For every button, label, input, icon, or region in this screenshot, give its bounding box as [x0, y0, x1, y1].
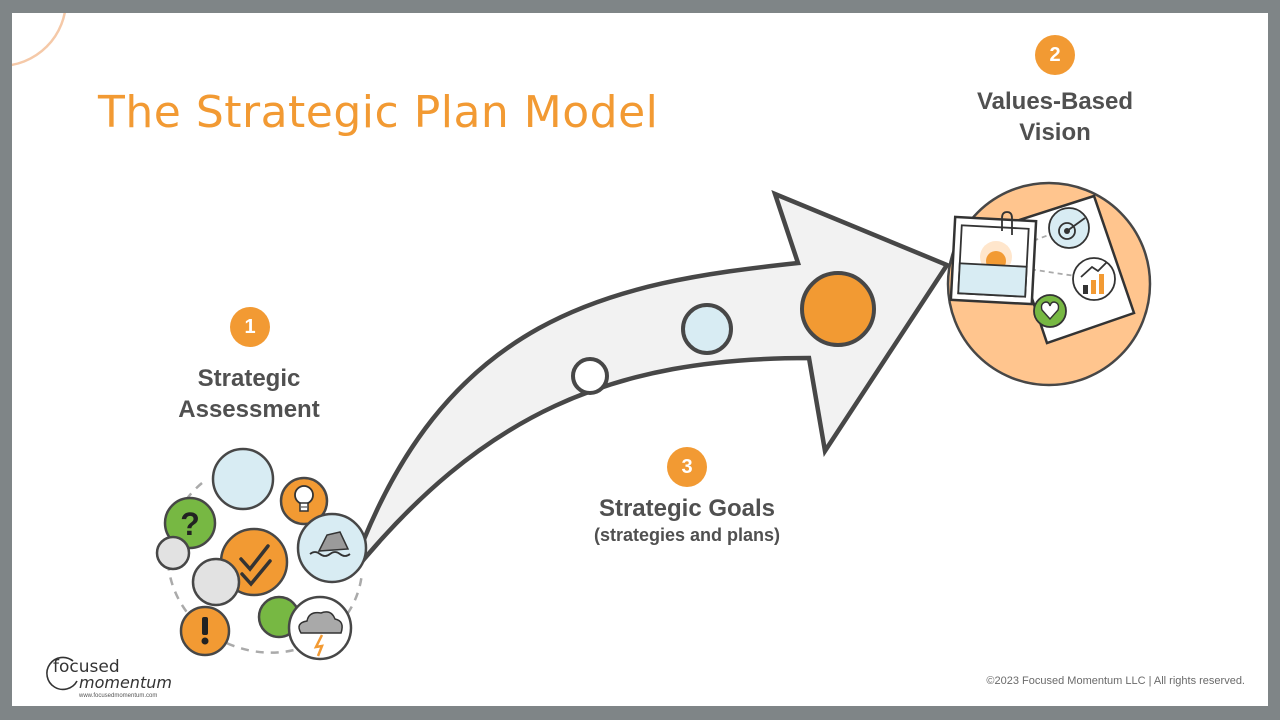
page-title: The Strategic Plan Model — [98, 87, 659, 138]
step-1-badge: 1 — [230, 307, 270, 347]
step-1-label: Strategic Assessment — [149, 363, 349, 425]
question-icon: ? — [163, 496, 217, 550]
heart-icon — [1033, 294, 1067, 328]
bubble-gray-small — [155, 535, 191, 571]
progress-arrow — [347, 190, 951, 578]
vision-board — [1005, 194, 1136, 345]
bubble-gray-medium — [191, 557, 241, 607]
milestone-small — [571, 357, 609, 395]
company-logo: focused momentum www.focusedmomentum.com — [43, 653, 183, 703]
iceberg-icon — [296, 512, 368, 584]
exclamation-icon — [179, 605, 231, 657]
step-2-badge: 2 — [1035, 35, 1075, 75]
step-1-label-line1: Strategic — [197, 365, 301, 392]
milestone-medium — [681, 303, 733, 355]
step-3-badge: 3 — [667, 447, 707, 487]
step-2-label-line1: Values-Based — [976, 88, 1134, 115]
paperclip-icon — [1001, 211, 1013, 235]
copyright-footer: ©2023 Focused Momentum LLC | All rights … — [986, 675, 1245, 687]
step-1-label-line2: Assessment — [178, 396, 320, 423]
slide: ? — [12, 13, 1268, 706]
sunrise-photo-icon — [949, 215, 1038, 306]
step-3-sublabel: (strategies and plans) — [593, 525, 781, 545]
growth-chart-icon — [1072, 257, 1116, 301]
milestone-large — [800, 271, 876, 347]
step-2-label: Values-Based Vision — [945, 86, 1165, 148]
step-3-label: Strategic Goals — [598, 495, 776, 522]
storm-cloud-icon — [287, 595, 353, 661]
bubble-light-blue — [211, 447, 275, 511]
diagram-canvas: ? — [12, 13, 1152, 661]
logo-word-focused: focused — [53, 657, 120, 677]
corner-arc — [12, 13, 66, 67]
lightbulb-icon — [279, 476, 329, 526]
step-2-label-line2: Vision — [1019, 119, 1091, 146]
logo-word-momentum: momentum — [79, 673, 172, 692]
target-icon — [1048, 207, 1090, 249]
svg-text:?: ? — [180, 506, 200, 542]
logo-ring-icon — [46, 656, 78, 691]
logo-url: www.focusedmomentum.com — [79, 693, 158, 699]
